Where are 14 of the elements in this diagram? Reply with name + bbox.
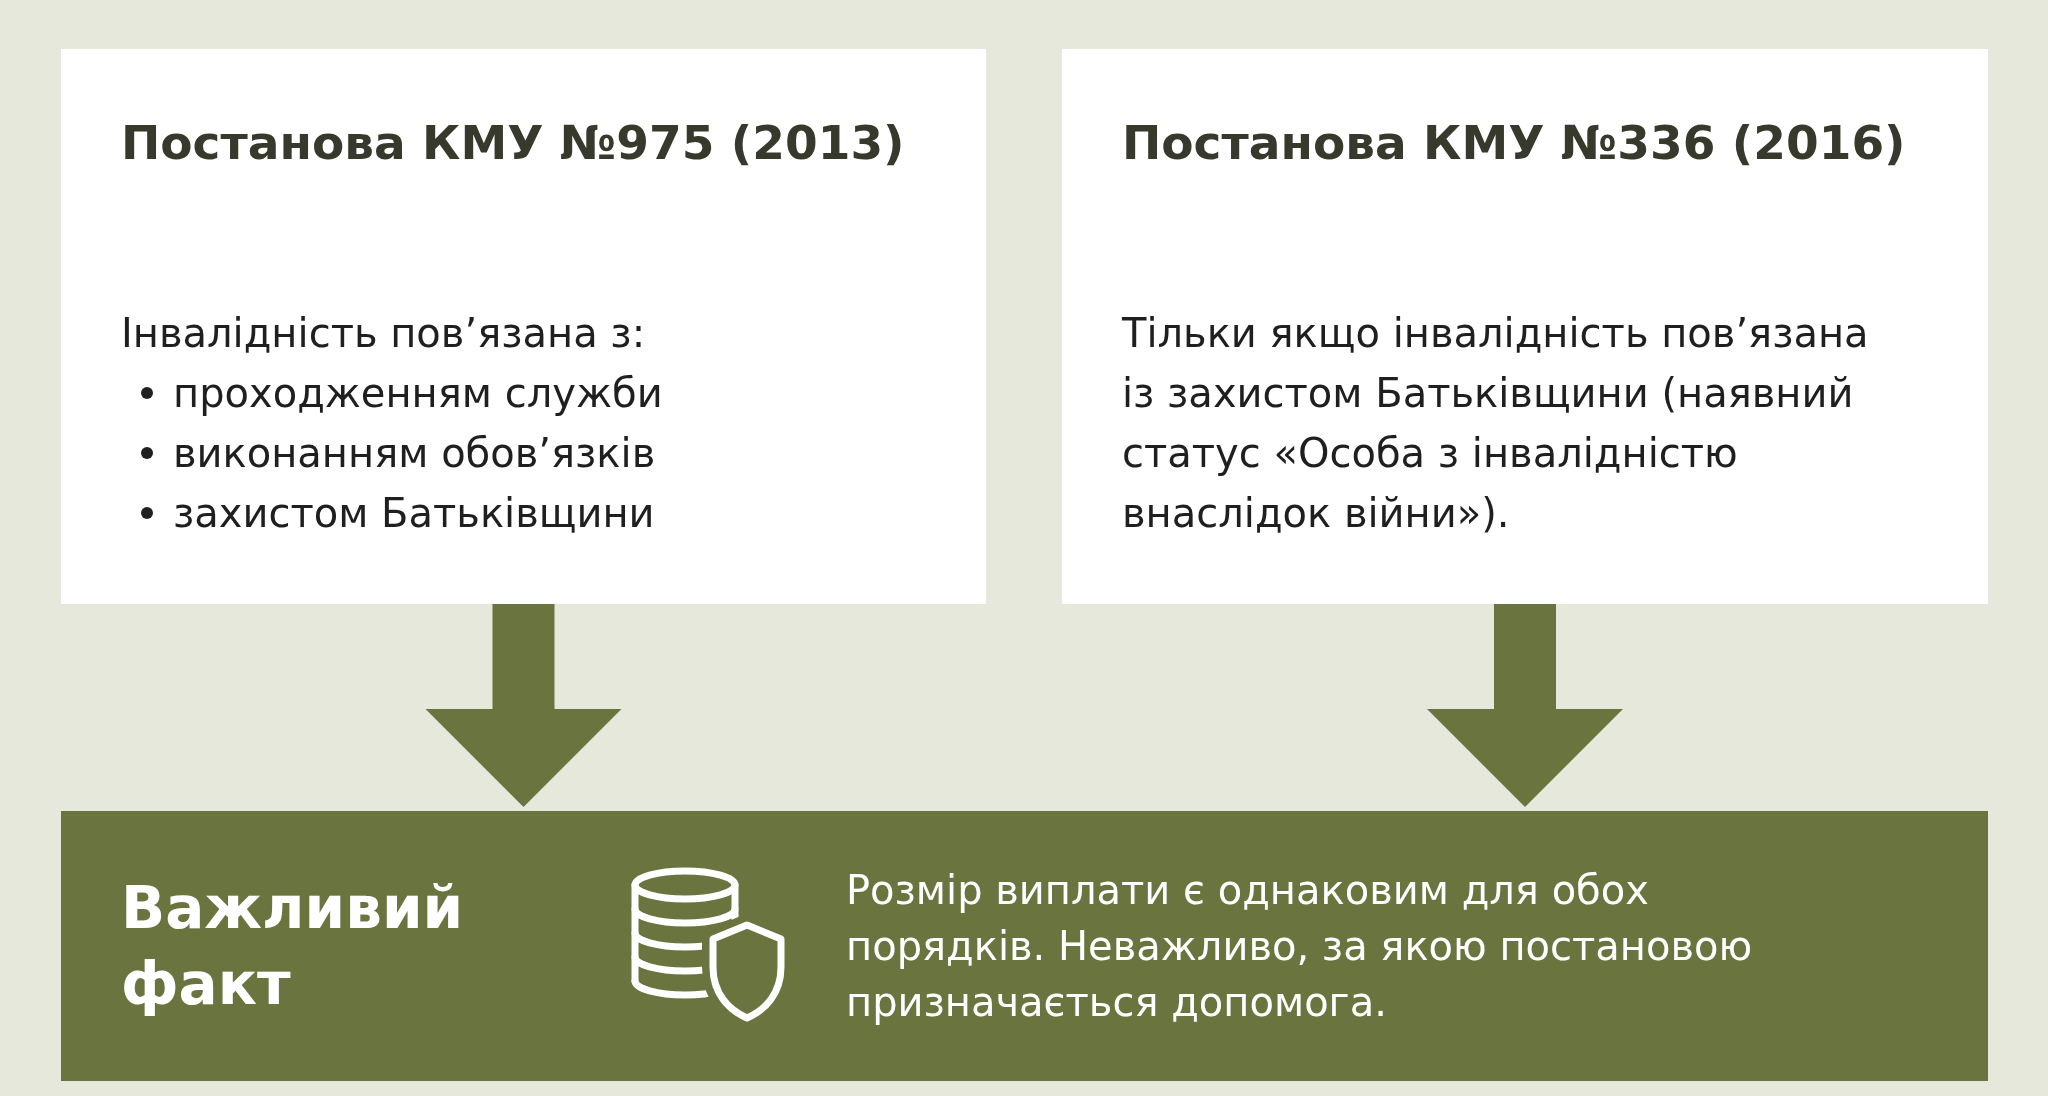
card-text: Інвалідність пов’язана з: (121, 309, 647, 358)
arrow (425, 604, 622, 807)
list-item: виконанням обов’язків (173, 429, 656, 478)
info-card (61, 49, 986, 604)
card-text: Тільки якщо інвалідність пов’язана із захистом Батьківщини (наявний статус «Особа з інвалідністю внаслідок війни»). (1122, 309, 1870, 538)
arrow (1427, 604, 1623, 807)
card-heading: Постанова КМУ №336 (2016) (1122, 114, 1906, 172)
highlight-banner (61, 811, 1988, 1081)
info-card (1062, 49, 1988, 604)
list-item: захистом Батьківщини (173, 489, 655, 538)
banner-text: Розмір виплати є однаковим для обох порядків. Неважливо, за якою постановою призначається допомога. (846, 866, 1754, 1027)
card-heading: Постанова КМУ №975 (2013) (121, 114, 905, 172)
list-item: проходженням служби (173, 369, 663, 418)
banner-heading: Важливий факт (121, 873, 465, 1020)
